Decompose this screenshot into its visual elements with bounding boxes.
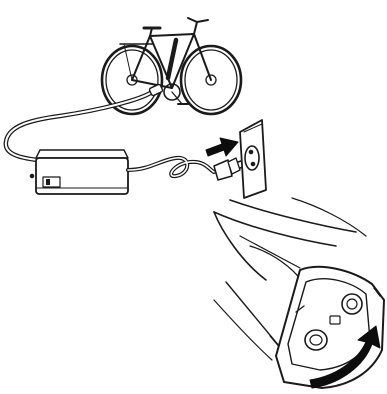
charger-cable bbox=[6, 84, 163, 160]
wall-socket-icon bbox=[240, 120, 266, 198]
insert-arrow-icon bbox=[206, 138, 238, 156]
mains-cable bbox=[128, 158, 214, 176]
e-bike-icon bbox=[102, 18, 241, 114]
charger-brick-icon bbox=[30, 150, 128, 194]
